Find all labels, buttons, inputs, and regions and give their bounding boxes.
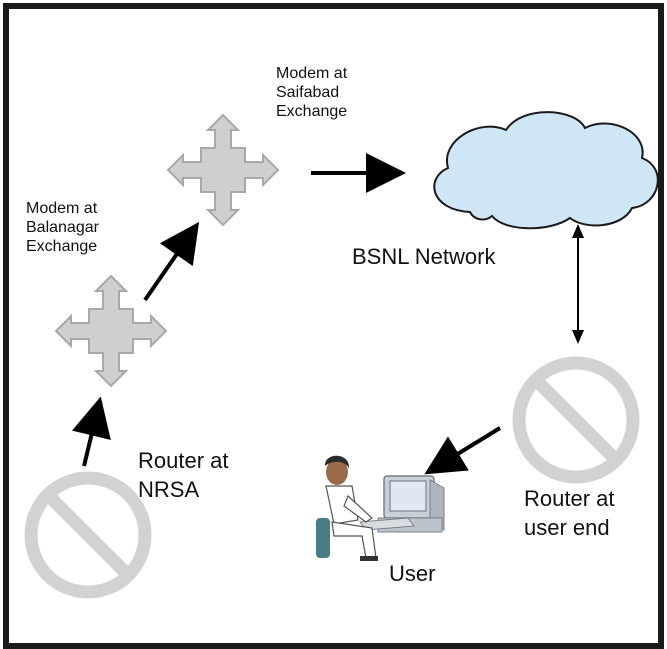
router-user-end-icon bbox=[519, 363, 633, 477]
cloud-icon bbox=[433, 111, 659, 230]
arrow-nrsa-to-balanagar bbox=[71, 396, 111, 467]
modem-saifabad-icon bbox=[167, 114, 279, 226]
label-modem-saifabad: Modem at Saifabad Exchange bbox=[276, 65, 348, 121]
outer-border bbox=[3, 3, 664, 649]
label-user: User bbox=[389, 561, 436, 586]
label-bsnl-network: BSNL Network bbox=[352, 244, 496, 269]
arrow-balanagar-to-saifabad bbox=[143, 221, 200, 302]
arrow-head-up bbox=[572, 224, 584, 238]
arrow-head-down bbox=[572, 330, 584, 344]
label-router-nrsa: Router at NRSA bbox=[138, 448, 229, 502]
person-at-computer-icon bbox=[316, 455, 445, 561]
router-nrsa-icon bbox=[31, 478, 145, 592]
label-router-user-end: Router at user end bbox=[524, 486, 615, 540]
label-modem-balanagar: Modem at Balanagar Exchange bbox=[26, 200, 99, 256]
arrow-router-to-user bbox=[424, 426, 502, 475]
